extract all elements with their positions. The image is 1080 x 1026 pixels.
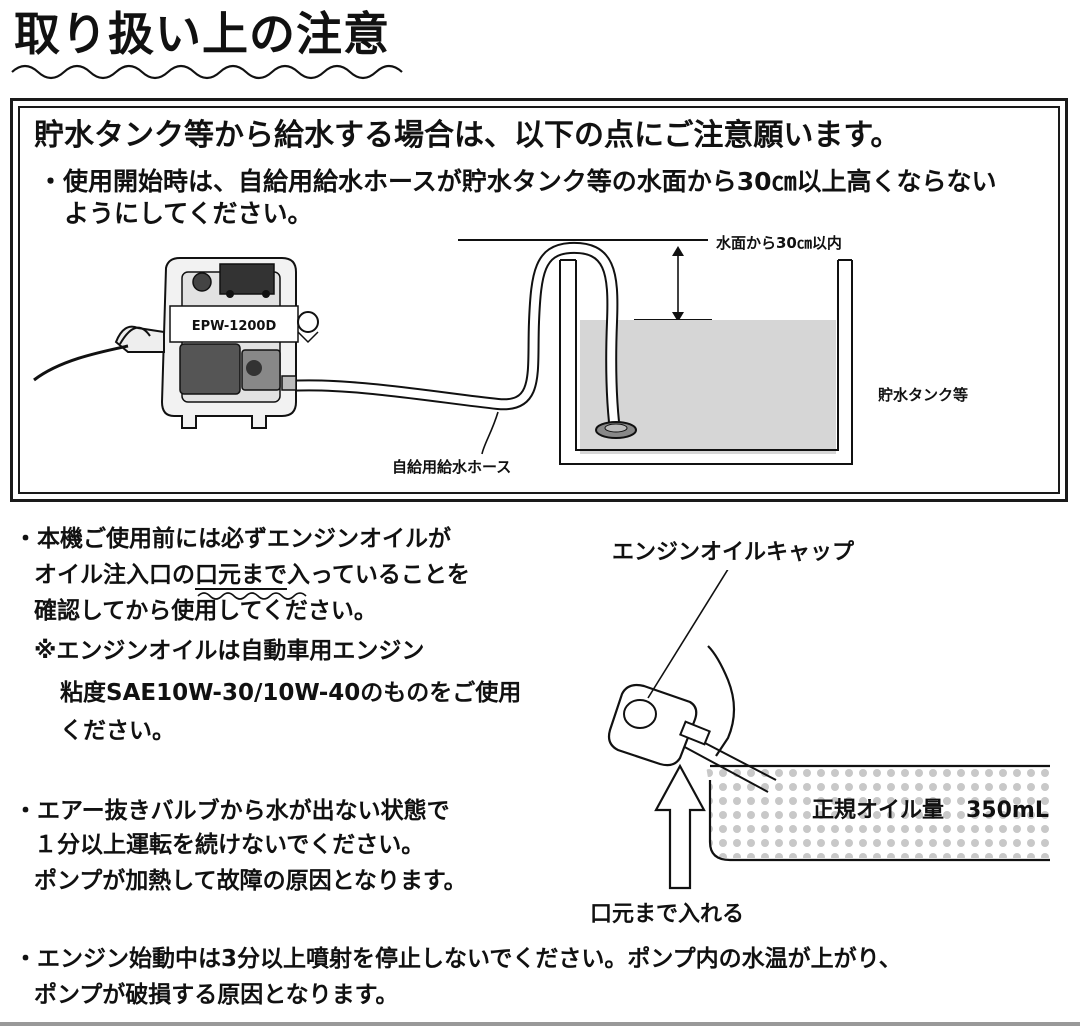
page-title: 取り扱い上の注意 (14, 7, 390, 61)
notice-box-inner-frame (18, 106, 1060, 494)
engine-text-line-2: ポンプが破損する原因となります。 (34, 982, 399, 1008)
dimension-arrow-top-head (672, 246, 684, 256)
pump-model-text: EPW-1200D (192, 319, 277, 334)
notice-box-outer-frame (10, 98, 1068, 502)
pump-machine: EPW-1200D (114, 257, 319, 429)
label-tank: 貯水タンク等 (878, 386, 969, 404)
bottom-rule (0, 1022, 1080, 1026)
oil-text-line-4: ※エンジンオイルは自動車用エンジン (34, 638, 425, 664)
title-wave-underline (11, 64, 403, 80)
oil-text-line-1: ・本機ご使用前には必ずエンジンオイルが (14, 526, 451, 552)
oil-body (706, 766, 1050, 858)
oil-text-line-2-a: オイル注入口の (34, 562, 195, 588)
oil-emphasis-wave (197, 592, 307, 600)
air-text-line-2: １分以上運転を続けないでください。 (34, 832, 425, 858)
notice-box-note-line-2: ようにしてください。 (64, 199, 313, 228)
air-text-line-3: ポンプが加熱して故障の原因となります。 (34, 868, 467, 894)
air-text-line-1: ・エアー抜きバルブから水が出ない状態で (14, 798, 450, 824)
oil-text-line-6: ください。 (60, 718, 175, 744)
fill-level-arrow (654, 763, 706, 890)
cap-label-leader (647, 570, 729, 699)
hose-body (284, 243, 618, 426)
label-hose: 自給用給水ホース (392, 458, 512, 476)
oil-fill-diagram (607, 570, 1050, 890)
oil-text-line-2: オイル注入口の口元まで入っていることを (34, 560, 470, 591)
tank-outer-wall (559, 260, 853, 465)
label-water-level: 水面から30㎝以内 (716, 234, 842, 252)
high-pressure-hose (33, 344, 129, 382)
notice-box-note-line-1: ・使用開始時は、自給用給水ホースが貯水タンク等の水面から30㎝以上高くならない (38, 167, 997, 196)
label-fill-to-rim: 口元まで入れる (590, 902, 745, 927)
engine-outline (707, 645, 736, 757)
label-oil-cap: エンジンオイルキャップ (612, 540, 855, 565)
hose-label-leader (481, 411, 499, 455)
notice-box-heading: 貯水タンク等から給水する場合は、以下の点にご注意願います。 (34, 118, 901, 153)
pump-tank-diagram: EPW-1200D (33, 239, 853, 465)
dimension-arrow-bottom-head (672, 312, 684, 322)
oil-text-line-2-emphasis: 口元まで (195, 562, 287, 590)
label-oil-quantity: 正規オイル量 350mL (812, 798, 1049, 823)
oil-text-line-2-c: 入っていることを (287, 562, 470, 588)
engine-text-line-1: ・エンジン始動中は3分以上噴射を停止しないでください。ポンプ内の水温が上がり、 (14, 946, 902, 972)
oil-text-line-5: 粘度SAE10W-30/10W-40のものをご使用 (60, 680, 522, 706)
tank-inner-wall (575, 260, 839, 451)
oil-body-outline (708, 780, 1050, 862)
oil-text-line-3: 確認してから使用してください。 (34, 598, 377, 624)
